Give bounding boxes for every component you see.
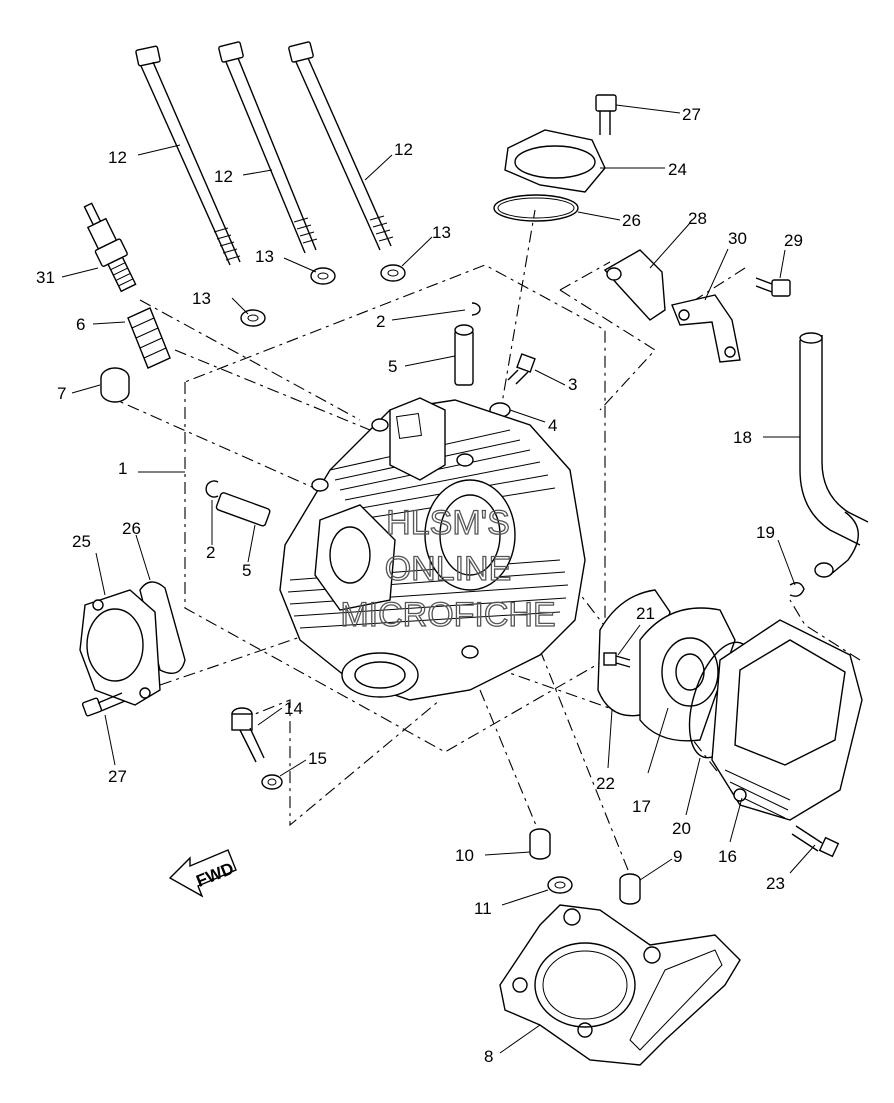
callout-3: 3 — [568, 375, 577, 394]
callout-labels: 1 2 2 3 4 5 5 6 7 8 9 10 11 12 12 12 13 … — [36, 105, 803, 1066]
callout-20: 20 — [672, 819, 691, 838]
bolt-23 — [791, 825, 840, 858]
bolt-21 — [603, 652, 631, 668]
cap-7 — [100, 367, 130, 403]
plate-17 — [639, 607, 736, 742]
bolt-3 — [507, 353, 536, 385]
callout-23: 23 — [766, 874, 785, 893]
bolt-27b — [81, 692, 126, 717]
stud-bolt-middle — [218, 41, 318, 254]
watermark-line-1: HLSM'S — [386, 504, 510, 542]
callout-27a: 27 — [682, 105, 701, 124]
callout-11: 11 — [474, 899, 492, 918]
callout-5a: 5 — [388, 357, 397, 376]
o-ring-26a — [493, 194, 579, 222]
stud-bolt-right — [288, 41, 394, 251]
cap-24 — [504, 129, 606, 193]
callout-13b: 13 — [255, 247, 274, 266]
washer-11 — [547, 876, 573, 894]
callout-24: 24 — [668, 160, 687, 179]
callout-18: 18 — [733, 428, 752, 447]
bracket-30 — [671, 294, 741, 363]
circlip-2a — [471, 302, 481, 316]
callout-27b: 27 — [108, 767, 127, 786]
callout-16: 16 — [718, 847, 737, 866]
intake-cap — [79, 589, 161, 706]
fwd-arrow-icon: FWD — [168, 849, 237, 898]
watermark-line-3: MICROFICHE — [340, 596, 555, 634]
bolt-14 — [231, 707, 265, 763]
head-gasket-8 — [499, 904, 741, 1066]
leader-lines — [61, 104, 816, 1054]
side-cover-16 — [711, 619, 863, 821]
callout-9: 9 — [673, 847, 682, 866]
washer-13b — [310, 267, 336, 285]
washer-13c — [380, 264, 406, 282]
callout-4: 4 — [548, 416, 557, 435]
callout-17: 17 — [632, 797, 651, 816]
callout-21: 21 — [636, 604, 655, 623]
callout-28: 28 — [688, 209, 707, 228]
cylinder-head — [279, 397, 586, 701]
callout-13a: 13 — [192, 289, 211, 308]
callout-19: 19 — [756, 523, 775, 542]
callout-26b: 26 — [122, 519, 141, 538]
callout-2a: 2 — [376, 312, 385, 331]
callout-6: 6 — [76, 315, 85, 334]
callout-22: 22 — [596, 774, 615, 793]
clip-19 — [789, 582, 805, 597]
washer-15 — [261, 774, 283, 790]
callout-25: 25 — [72, 532, 91, 551]
breather-hose — [799, 332, 869, 578]
callout-29: 29 — [784, 231, 803, 250]
callout-10: 10 — [455, 846, 474, 865]
dowel-9 — [619, 873, 641, 905]
dowel-10 — [529, 828, 551, 860]
callout-7: 7 — [57, 384, 66, 403]
gasket-26b — [139, 581, 186, 674]
bolt-29 — [755, 277, 791, 297]
dowel-pin-6 — [127, 307, 171, 369]
callout-31: 31 — [36, 268, 55, 287]
valve-guide-5b — [215, 492, 271, 527]
stud-bolt-left — [135, 45, 241, 266]
callout-8: 8 — [484, 1047, 493, 1066]
bolt-27a — [595, 94, 617, 135]
watermark: HLSM'S ONLINE MICROFICHE — [340, 503, 557, 634]
callout-5b: 5 — [242, 561, 251, 580]
circlip-2b — [205, 480, 219, 498]
callout-13c: 13 — [432, 223, 451, 242]
callout-15: 15 — [308, 749, 327, 768]
spark-plug — [83, 202, 137, 293]
gasket-22 — [597, 589, 671, 717]
callout-2b: 2 — [206, 543, 215, 562]
callout-12c: 12 — [394, 140, 413, 159]
valve-guide-5a — [454, 324, 474, 386]
callout-1: 1 — [118, 459, 127, 478]
callout-12a: 12 — [108, 148, 127, 167]
callout-14: 14 — [284, 699, 303, 718]
watermark-line-2: ONLINE — [385, 550, 512, 588]
washer-13a — [240, 309, 266, 327]
callout-12b: 12 — [214, 167, 233, 186]
callout-30: 30 — [728, 229, 747, 248]
callout-26a: 26 — [622, 211, 641, 230]
